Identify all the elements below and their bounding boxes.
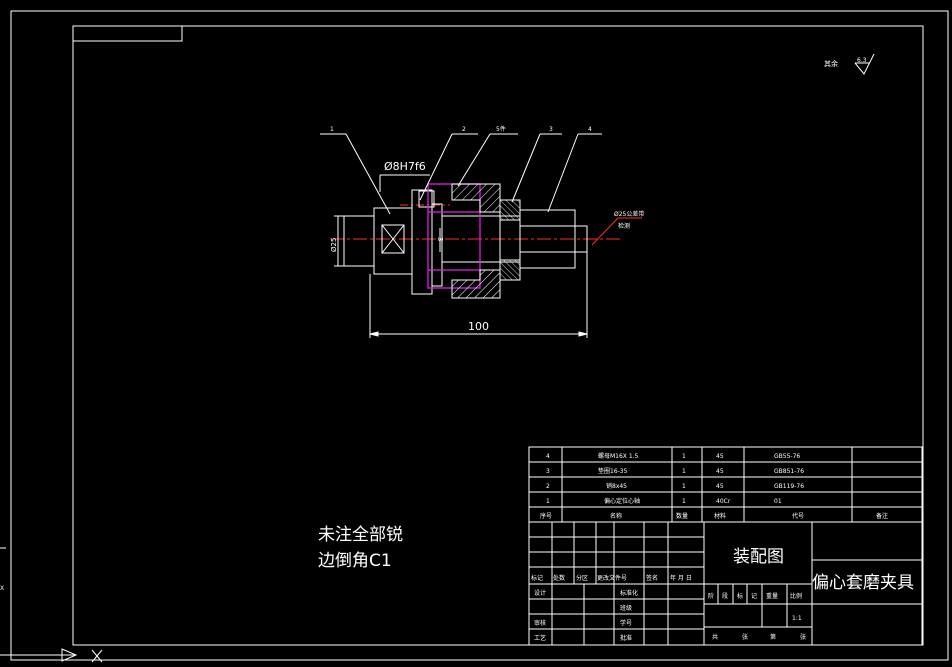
svg-text:更改文件号: 更改文件号 (597, 574, 627, 582)
balloon-leaders (320, 133, 602, 215)
length-dimension (369, 252, 588, 338)
svg-text:阶: 阶 (708, 592, 714, 600)
diameter-dimension (334, 215, 344, 267)
svg-text:1: 1 (682, 453, 686, 460)
bom-table (528, 446, 923, 523)
diameter-label: Ø25 (330, 238, 338, 252)
title-block-text: 标记 处数 分区 更改文件号 签名 年 月 日 设计 审核 工艺 标准化 班级 … (531, 547, 914, 642)
svg-text:签名: 签名 (646, 574, 658, 582)
side-label-1: Ø25公差带 (614, 210, 644, 218)
fit-dimension (379, 174, 430, 192)
svg-text:1:1: 1:1 (792, 615, 802, 622)
svg-text:2: 2 (546, 483, 550, 490)
svg-text:01: 01 (774, 498, 782, 505)
svg-text:年 月 日: 年 月 日 (670, 574, 692, 582)
washer-nut (499, 199, 588, 281)
svg-text:其余: 其余 (824, 59, 838, 68)
svg-text:记: 记 (751, 593, 757, 600)
svg-text:销8x45: 销8x45 (606, 482, 627, 490)
svg-text:张: 张 (800, 633, 806, 641)
title-block (528, 521, 923, 646)
svg-text:备注: 备注 (876, 512, 888, 520)
code-box (72, 25, 183, 42)
drawing-type: 装配图 (733, 547, 784, 567)
svg-text:偏心定位心轴: 偏心定位心轴 (604, 497, 640, 505)
svg-text:名称: 名称 (610, 512, 622, 520)
svg-text:45: 45 (716, 468, 724, 475)
svg-text:段: 段 (722, 592, 728, 600)
note-line-2: 边倒角C1 (318, 551, 392, 571)
side-label-2: 检测 (618, 222, 630, 230)
eccentric-dimension: 3 (436, 228, 444, 252)
svg-text:分区: 分区 (576, 574, 588, 582)
fit-label: Ø8H7f6 (384, 160, 426, 173)
outer-frame (10, 10, 949, 661)
bom-rows: 4 螺母M16X 1.5 1 45 GB55-76 3 垫圈16-35 1 45… (540, 452, 888, 520)
svg-text:张: 张 (742, 633, 748, 641)
ucs-axis-label: X (0, 585, 4, 592)
balloon-4: 4 (588, 126, 592, 133)
svg-text:1: 1 (682, 498, 686, 505)
mandrel-part (343, 189, 520, 295)
svg-text:处数: 处数 (553, 574, 565, 582)
note-line-1: 未注全部锐 (318, 525, 403, 545)
svg-text:标记: 标记 (531, 574, 543, 582)
svg-text:第: 第 (770, 633, 776, 641)
balloon-5: 5件 (496, 125, 506, 133)
svg-text:批准: 批准 (620, 634, 632, 642)
svg-text:40Cr: 40Cr (716, 498, 731, 505)
svg-text:GB119-76: GB119-76 (774, 483, 804, 490)
ucs-icon (0, 547, 103, 663)
svg-text:螺母M16X 1.5: 螺母M16X 1.5 (598, 452, 639, 460)
svg-text:学号: 学号 (620, 619, 632, 627)
svg-text:3: 3 (436, 237, 444, 241)
svg-text:数量: 数量 (676, 512, 688, 520)
svg-text:1: 1 (546, 498, 550, 505)
svg-text:比例: 比例 (790, 592, 802, 600)
sleeve-section (451, 183, 501, 299)
svg-text:45: 45 (716, 453, 724, 460)
svg-text:GB55-76: GB55-76 (774, 453, 800, 460)
svg-text:材料: 材料 (714, 512, 726, 520)
svg-text:序号: 序号 (540, 512, 552, 520)
svg-text:共: 共 (712, 633, 718, 641)
svg-text:代号: 代号 (792, 512, 804, 520)
drawing-name: 偏心套磨夹具 (812, 573, 914, 593)
balloon-3: 3 (549, 126, 553, 133)
svg-text:1: 1 (682, 483, 686, 490)
svg-text:GB851-76: GB851-76 (774, 468, 804, 475)
balloon-2: 2 (462, 126, 466, 133)
svg-text:垫圈16-35: 垫圈16-35 (598, 467, 628, 475)
svg-text:4: 4 (546, 453, 550, 460)
svg-text:45: 45 (716, 483, 724, 490)
svg-text:1: 1 (682, 468, 686, 475)
svg-text:班级: 班级 (620, 604, 632, 612)
balloon-1: 1 (330, 126, 334, 133)
svg-text:标准化: 标准化 (620, 589, 638, 597)
svg-text:工艺: 工艺 (534, 634, 546, 642)
length-label: 100 (468, 320, 489, 333)
side-leader (591, 217, 642, 246)
svg-text:设计: 设计 (534, 589, 546, 597)
surface-roughness-note: 其余 6.3 (824, 53, 875, 75)
svg-text:3: 3 (546, 468, 550, 475)
inner-frame (72, 25, 924, 646)
svg-text:重量: 重量 (766, 592, 778, 600)
svg-text:审核: 审核 (534, 619, 546, 627)
svg-text:标: 标 (737, 592, 743, 600)
svg-text:6.3: 6.3 (857, 57, 867, 64)
